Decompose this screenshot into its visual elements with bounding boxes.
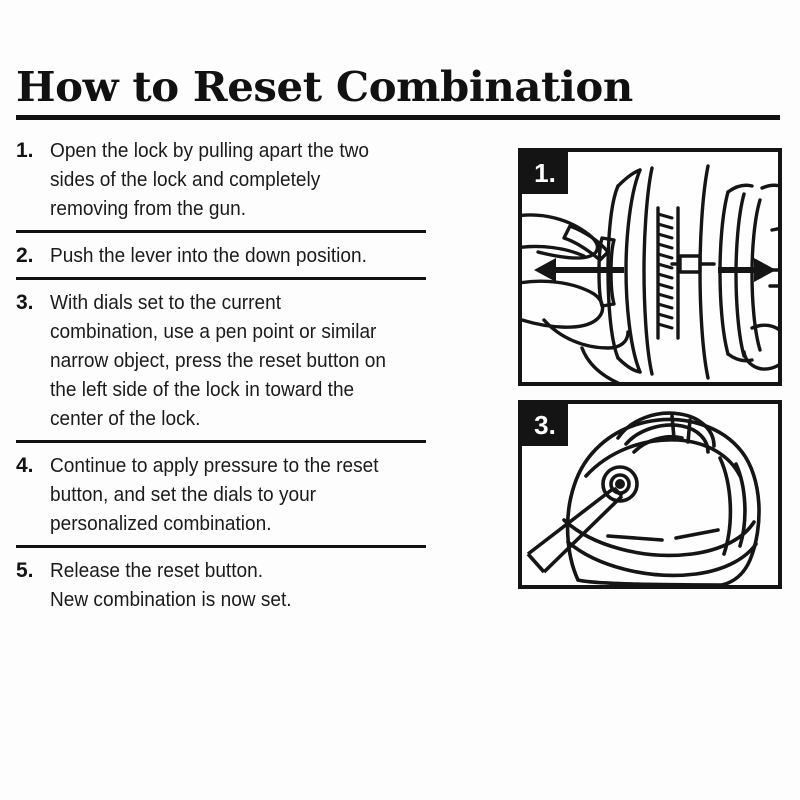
step-number: 3. bbox=[16, 291, 34, 314]
step-text: With dials set to the current combinatio… bbox=[50, 288, 403, 433]
step-divider bbox=[16, 440, 426, 443]
pen-icon bbox=[526, 486, 624, 574]
arrow-right-icon bbox=[718, 258, 776, 282]
step-text: Continue to apply pressure to the reset … bbox=[50, 451, 403, 538]
step-number: 5. bbox=[16, 559, 34, 582]
step-text-line: Release the reset button. bbox=[50, 559, 264, 582]
list-item: 4. Continue to apply pressure to the res… bbox=[16, 451, 430, 538]
steps-list: 1. Open the lock by pulling apart the tw… bbox=[16, 136, 430, 614]
page-title: How to Reset Combination bbox=[16, 63, 633, 111]
step-text-line: button, and set the dials to your bbox=[50, 483, 317, 506]
title-block: How to Reset Combination bbox=[16, 64, 782, 120]
arrow-left-icon bbox=[534, 258, 624, 282]
lock-pulled-apart-by-hands-icon bbox=[522, 164, 778, 382]
step-text-line: center of the lock. bbox=[50, 407, 201, 430]
list-item: 1. Open the lock by pulling apart the tw… bbox=[16, 136, 430, 223]
step-text-line: New combination is now set. bbox=[50, 588, 292, 611]
step-text-line: personalized combination. bbox=[50, 512, 272, 535]
step-number: 2. bbox=[16, 244, 34, 267]
illustration-panel-3: 3. bbox=[518, 400, 782, 589]
step-text-line: Continue to apply pressure to the reset bbox=[50, 454, 379, 477]
step-text: Release the reset button. New combinatio… bbox=[50, 556, 403, 614]
step-text-line: With dials set to the current bbox=[50, 291, 282, 314]
illustration-panel-1: 1. bbox=[518, 148, 782, 386]
pen-pressing-reset-button-icon bbox=[526, 411, 761, 585]
list-item: 5. Release the reset button. New combina… bbox=[16, 556, 430, 614]
panel-number-badge: 1. bbox=[522, 152, 568, 194]
panel-number-badge: 3. bbox=[522, 404, 568, 446]
step-text-line: narrow object, press the reset button on bbox=[50, 349, 386, 372]
step-number: 1. bbox=[16, 139, 34, 162]
step-divider bbox=[16, 545, 426, 548]
step-text-line: sides of the lock and completely bbox=[50, 168, 321, 191]
step-text: Open the lock by pulling apart the two s… bbox=[50, 136, 403, 223]
step-divider bbox=[16, 277, 426, 280]
step-text-line: combination, use a pen point or similar bbox=[50, 320, 377, 343]
step-number: 4. bbox=[16, 454, 34, 477]
step-text: Push the lever into the down position. bbox=[50, 241, 403, 270]
step-divider bbox=[16, 230, 426, 233]
step-text-line: Open the lock by pulling apart the two bbox=[50, 139, 370, 162]
list-item: 2. Push the lever into the down position… bbox=[16, 241, 430, 270]
list-item: 3. With dials set to the current combina… bbox=[16, 288, 430, 433]
title-divider bbox=[16, 115, 780, 120]
step-text-line: removing from the gun. bbox=[50, 197, 247, 220]
step-text-line: the left side of the lock in toward the bbox=[50, 378, 355, 401]
step-text-line: Push the lever into the down position. bbox=[50, 244, 367, 267]
reset-button-hole bbox=[615, 479, 625, 489]
